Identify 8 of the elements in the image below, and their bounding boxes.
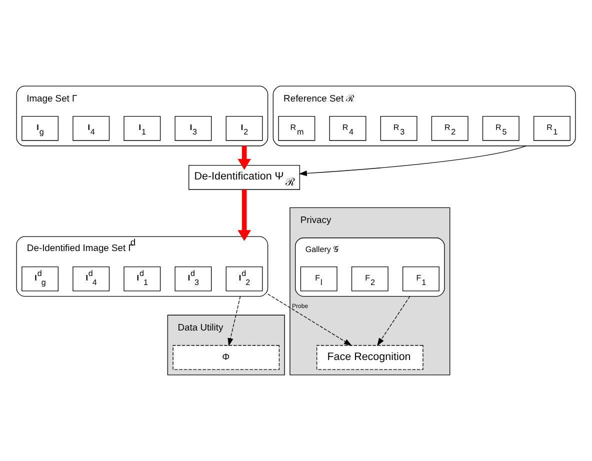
arrow [267,294,352,346]
node-box: Φ [172,345,280,370]
arrow [228,296,241,346]
arrow [238,190,251,242]
node-box: Face Recognition [316,345,424,370]
arrow [377,296,410,346]
arrow [238,146,251,170]
arrow [298,146,527,176]
